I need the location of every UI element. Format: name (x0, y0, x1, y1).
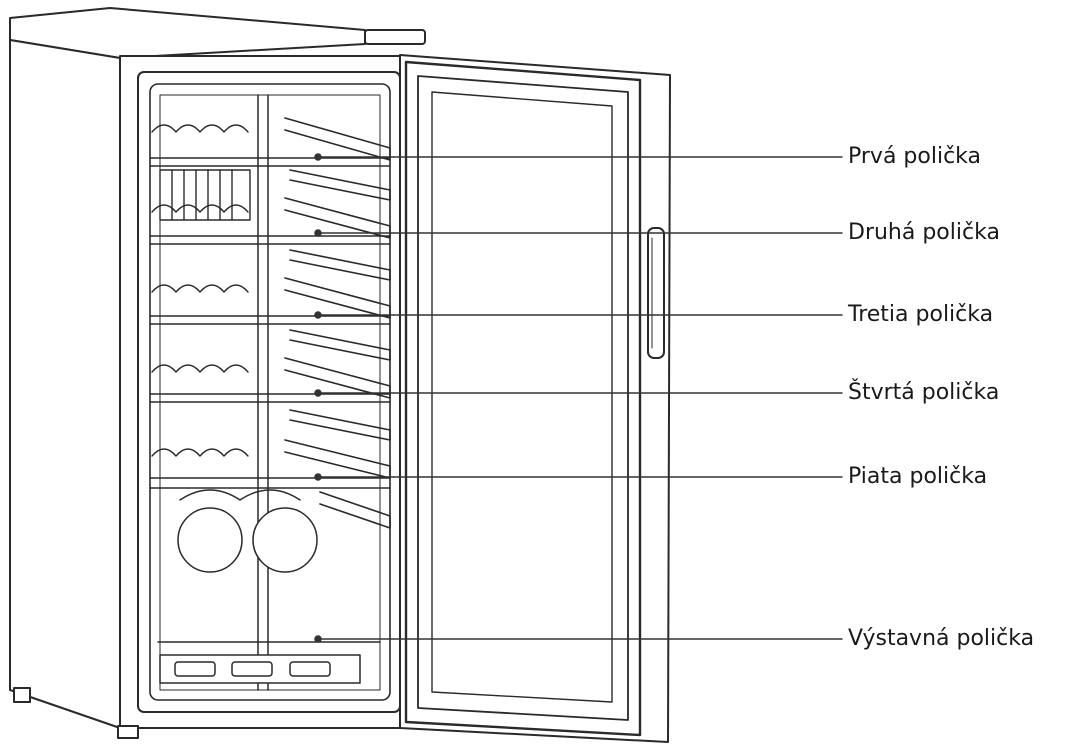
bottom-compartment (157, 489, 381, 684)
shelf-rails (149, 117, 391, 529)
label-first-shelf: Prvá polička (848, 144, 981, 169)
label-fifth-shelf: Piata polička (848, 464, 988, 489)
bottle-cradles (151, 124, 251, 457)
cabinet-body (9, 7, 426, 739)
glass-door (399, 54, 671, 743)
label-display-shelf: Výstavná polička (848, 626, 1035, 651)
callout-leaders (314, 153, 843, 643)
label-third-shelf: Tretia polička (848, 302, 994, 327)
label-fourth-shelf: Štvrtá polička (848, 380, 1000, 405)
label-second-shelf: Druhá polička (848, 220, 1000, 245)
